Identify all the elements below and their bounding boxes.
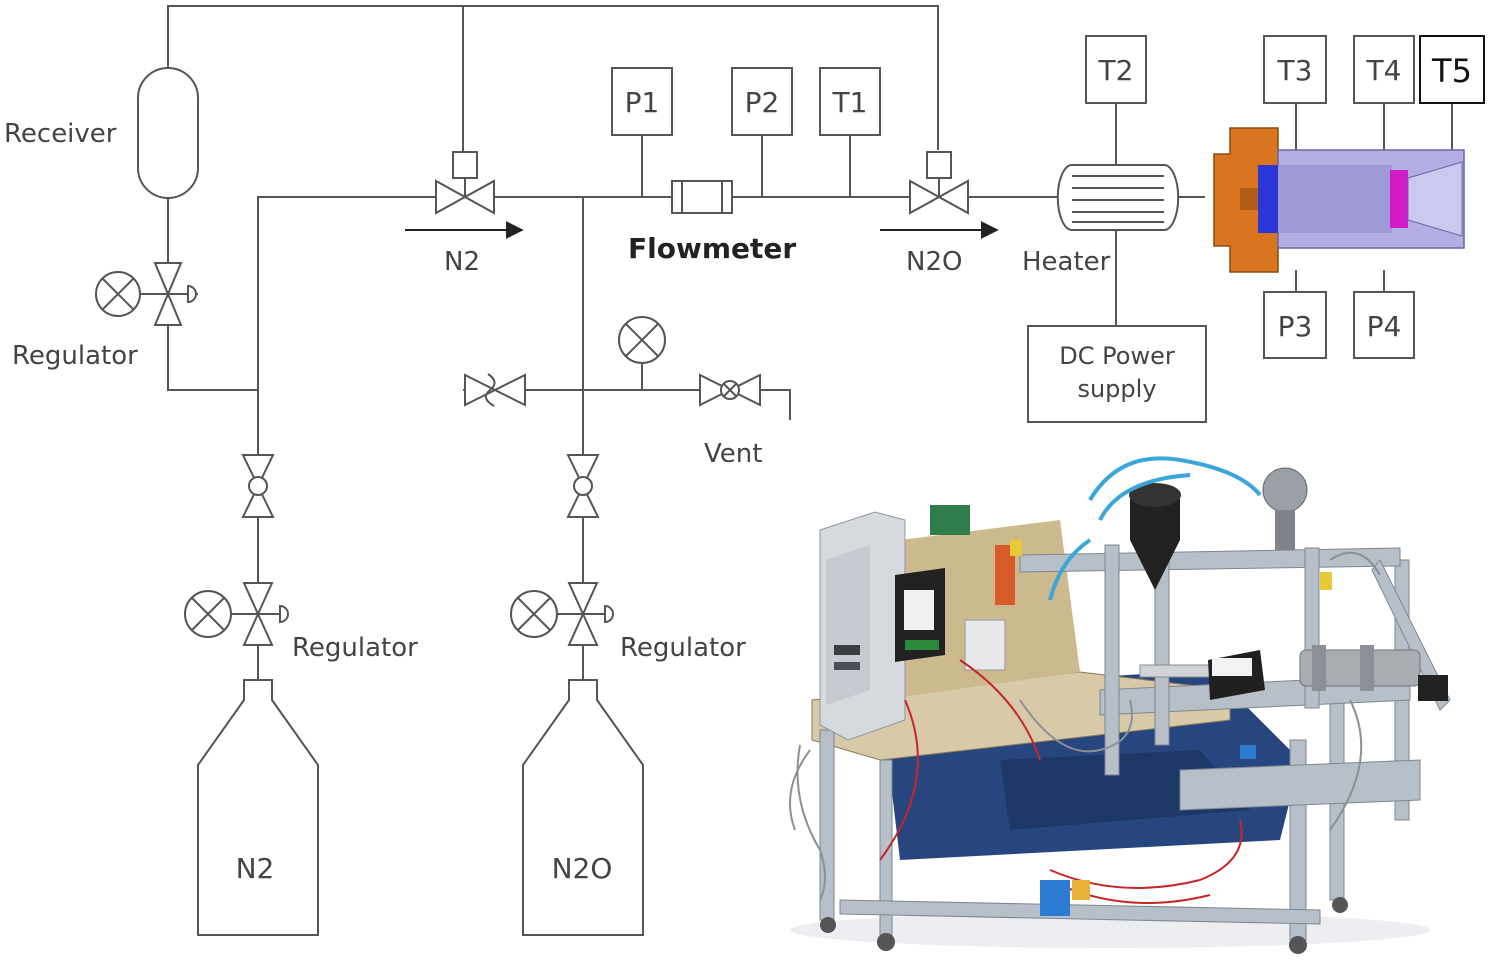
pressure-gauge xyxy=(618,316,666,364)
n2o-flow-label: N2O xyxy=(906,247,962,277)
n2o-shutoff-valve xyxy=(566,454,600,518)
dc-power-supply-box xyxy=(1027,325,1207,423)
piping xyxy=(167,5,1453,680)
sensor-p3-box xyxy=(1263,291,1327,359)
sensor-p2-box xyxy=(731,67,793,136)
receiver-vessel xyxy=(137,67,199,199)
regulator-top xyxy=(95,262,198,326)
n2-regulator xyxy=(184,582,289,646)
thruster-cross-section xyxy=(1213,127,1465,273)
n2-solenoid-valve xyxy=(435,151,495,215)
flowmeter-symbol xyxy=(671,180,733,214)
regulator-top-label: Regulator xyxy=(12,341,138,371)
vent-label: Vent xyxy=(704,439,762,469)
tank-n2-label: N2 xyxy=(236,852,275,885)
receiver-label: Receiver xyxy=(4,119,117,149)
sensor-p2-label: P2 xyxy=(745,86,780,119)
n2o-regulator xyxy=(510,582,614,646)
regulator-n2-label: Regulator xyxy=(292,633,418,663)
sensor-t1-box xyxy=(819,67,881,136)
sensor-t4-label: T4 xyxy=(1366,54,1402,87)
sensor-p1-label: P1 xyxy=(625,86,660,119)
sensor-t2-box xyxy=(1085,35,1147,104)
check-valve xyxy=(464,373,526,407)
sensor-p4-label: P4 xyxy=(1367,310,1402,343)
sensor-boxes xyxy=(611,35,1485,359)
test-rig-photo xyxy=(789,456,1451,954)
n2-shutoff-valve xyxy=(241,454,275,518)
n2-tank xyxy=(197,679,319,936)
sensor-t3-label: T3 xyxy=(1277,54,1313,87)
flowmeter-label: Flowmeter xyxy=(628,232,796,265)
n2o-tank xyxy=(522,679,644,936)
sensor-t5-box xyxy=(1419,35,1485,104)
sensor-p3-label: P3 xyxy=(1278,310,1313,343)
vent-valve xyxy=(699,373,761,407)
n2-flow-label: N2 xyxy=(444,247,480,277)
sensor-t1-label: T1 xyxy=(832,86,868,119)
dc-power-line1: DC Power xyxy=(1059,342,1175,370)
sensor-p4-box xyxy=(1353,291,1415,359)
heater-symbol xyxy=(1056,164,1180,231)
sensor-t2-label: T2 xyxy=(1098,54,1134,87)
heater-label: Heater xyxy=(1022,247,1111,277)
sensor-t3-box xyxy=(1263,35,1327,104)
dc-power-line2: supply xyxy=(1077,375,1156,403)
regulator-n2o-label: Regulator xyxy=(620,633,746,663)
n2o-solenoid-valve xyxy=(909,151,969,215)
sensor-t4-box xyxy=(1353,35,1415,104)
sensor-p1-box xyxy=(611,67,673,136)
sensor-t5-label: T5 xyxy=(1431,52,1472,90)
tank-n2o-label: N2O xyxy=(552,852,613,885)
